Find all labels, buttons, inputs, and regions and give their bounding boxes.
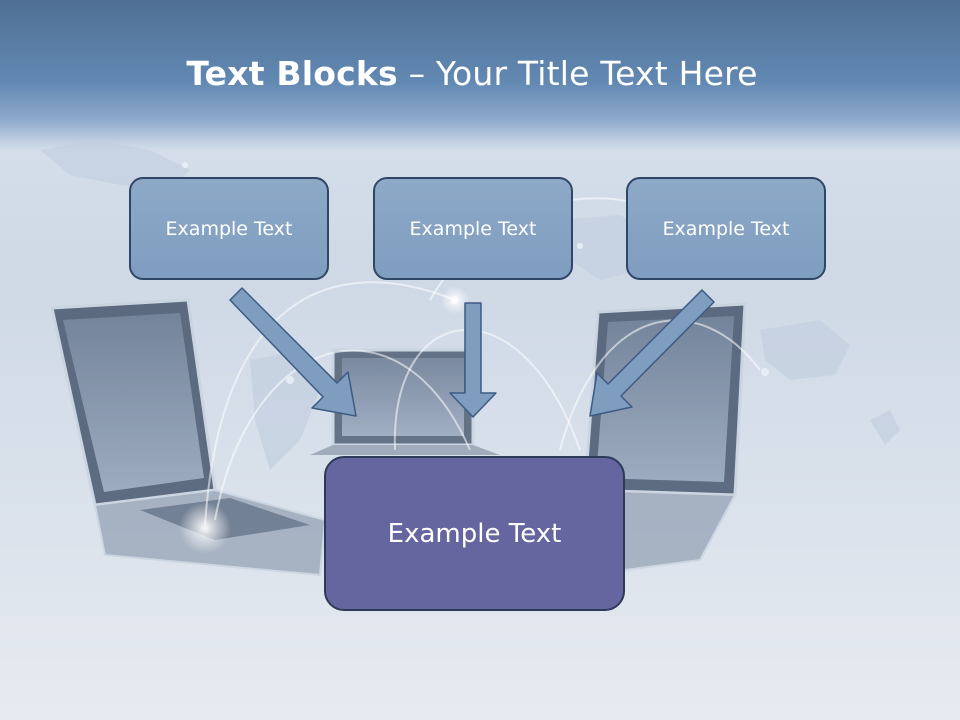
arrow-icon — [229, 287, 715, 418]
text-block-label: Example Text — [409, 217, 537, 240]
arrow-icon — [229, 287, 357, 417]
title-strong: Text Blocks — [186, 54, 398, 93]
title-rest: Your Title Text Here — [436, 54, 758, 93]
text-block-label: Example Text — [662, 217, 790, 240]
header-band — [0, 0, 960, 150]
text-block-label: Example Text — [165, 217, 293, 240]
text-block-top-center: Example Text — [373, 177, 573, 280]
center-laptop — [310, 348, 500, 455]
text-block-bottom-center: Example Text — [324, 456, 625, 611]
text-block-top-right: Example Text — [626, 177, 826, 280]
text-block-label: Example Text — [387, 518, 562, 549]
text-block-top-left: Example Text — [129, 177, 329, 280]
title-separator: – — [408, 54, 426, 93]
slide-title: Text Blocks – Your Title Text Here — [0, 54, 944, 93]
arrow-icon — [589, 289, 715, 417]
arrow-icon — [449, 302, 497, 418]
